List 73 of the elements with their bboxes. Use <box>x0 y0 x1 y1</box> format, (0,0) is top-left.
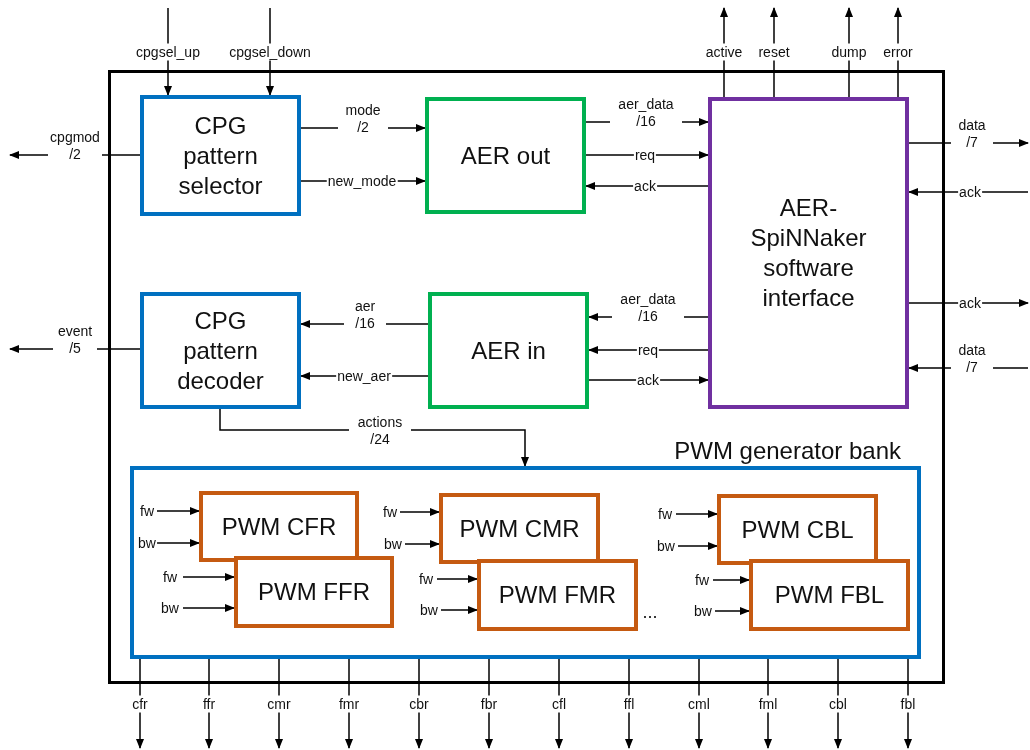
edge-label: new_mode <box>326 172 398 190</box>
edge-label: cpgsel_down <box>228 43 312 61</box>
process-box <box>425 97 586 214</box>
arrow <box>415 658 423 749</box>
box-label: PWM FFR <box>258 577 370 607</box>
arrow <box>675 510 718 518</box>
arrow <box>399 508 440 516</box>
edge-label: reset <box>757 43 791 61</box>
arrow <box>588 346 709 354</box>
arrow <box>904 658 912 749</box>
arrow <box>712 576 750 584</box>
process-box <box>708 97 909 409</box>
arrow <box>436 575 478 583</box>
pwm-box <box>234 556 394 628</box>
edge-label: cfr <box>131 695 149 713</box>
edge-label: ffr <box>201 695 217 713</box>
pwm-box <box>477 559 638 631</box>
edge-label: fmr <box>337 695 361 713</box>
edge-label: active <box>704 43 744 61</box>
box-label: PWM CMR <box>459 513 580 544</box>
box-label: CPG pattern selector <box>177 110 264 201</box>
process-box <box>140 95 301 216</box>
edge-label: cpgsel_up <box>135 43 201 61</box>
box-label: PWM CFR <box>221 511 337 542</box>
process-box <box>140 292 301 409</box>
arrow <box>908 188 1029 196</box>
edge-label: error <box>882 43 914 61</box>
arrow <box>156 507 200 515</box>
box-label: CPG pattern decoder <box>176 305 265 396</box>
arrow <box>695 658 703 749</box>
pwm-box <box>439 493 600 564</box>
arrow <box>136 658 144 749</box>
box-label: AER in <box>470 335 547 366</box>
edge-label: fbr <box>479 695 499 713</box>
system-boundary <box>108 70 945 684</box>
edge-label: cmr <box>266 695 292 713</box>
arrow <box>182 604 235 612</box>
arrow <box>440 606 478 614</box>
edge-label: fbl <box>899 695 917 713</box>
arrow <box>182 573 235 581</box>
box-label: PWM CBL <box>741 514 854 545</box>
box-label: AER-SpiNNaker software interface <box>749 193 868 313</box>
edge-label: dump <box>830 43 868 61</box>
arrow <box>156 539 200 547</box>
edge-label: cfl <box>551 695 567 713</box>
arrow <box>625 658 633 749</box>
arrow <box>677 542 718 550</box>
arrow <box>404 540 440 548</box>
arrow <box>764 658 772 749</box>
edge-label: ffl <box>622 695 636 713</box>
edge-label: cbr <box>408 695 430 713</box>
pwm-box <box>199 491 359 562</box>
process-box <box>428 292 589 409</box>
arrow <box>585 151 709 159</box>
arrow <box>834 658 842 749</box>
box-label: AER out <box>459 140 552 171</box>
arrow <box>205 658 213 749</box>
box-label: PWM FBL <box>774 580 885 610</box>
arrow <box>588 376 709 384</box>
arrow <box>908 299 1029 307</box>
arrow <box>345 658 353 749</box>
arrow <box>585 182 709 190</box>
edge-label: fml <box>757 695 779 713</box>
bank-heading: PWM generator bank <box>674 436 901 466</box>
pwm-box <box>717 494 878 565</box>
ellipsis: ... <box>641 603 659 621</box>
arrow <box>555 658 563 749</box>
pwm-box <box>749 559 910 631</box>
edge-label: cml <box>687 695 711 713</box>
box-label: PWM FMR <box>498 580 617 610</box>
edge-label: cbl <box>828 695 848 713</box>
arrow <box>485 658 493 749</box>
arrow <box>714 607 750 615</box>
